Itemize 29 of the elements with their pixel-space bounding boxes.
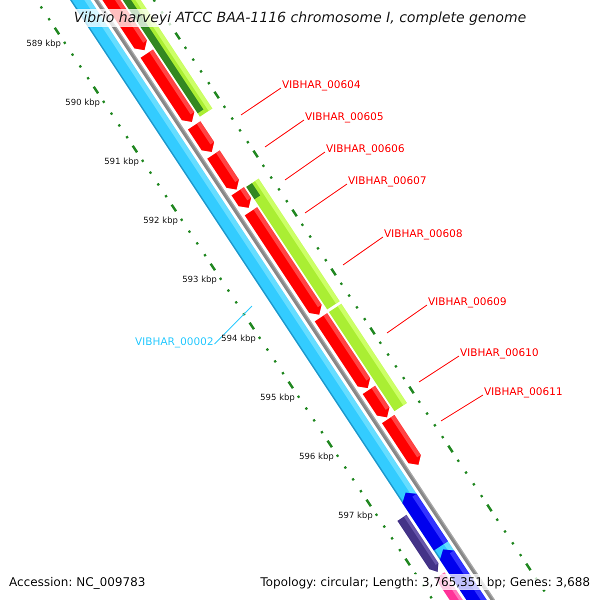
scale-label: 592 kbp	[143, 216, 178, 227]
leader-line	[342, 236, 384, 266]
accession-text: Accession: NC_009783	[7, 574, 148, 590]
leader-line	[214, 306, 252, 344]
genome-info-text: Topology: circular; Length: 3,765,351 bp; Genes: 3,688	[258, 574, 592, 590]
gene-label: VIBHAR_00002	[135, 336, 214, 349]
gene-label: VIBHAR_00611	[484, 386, 563, 399]
gene-label: VIBHAR_00608	[384, 228, 463, 241]
leader-line	[304, 184, 348, 214]
leader-line	[284, 152, 326, 180]
gene-label: VIBHAR_00606	[326, 143, 405, 156]
scale-label: 593 kbp	[182, 274, 217, 286]
gene-label: VIBHAR_00609	[428, 296, 507, 309]
leader-line	[264, 120, 304, 148]
gene-label: VIBHAR_00607	[348, 175, 427, 188]
scale-label: 597 kbp	[338, 510, 373, 522]
leader-line	[240, 88, 282, 116]
scale-label: 594 kbp	[221, 334, 256, 345]
gene-label: VIBHAR_00610	[460, 347, 539, 360]
scale-label: 590 kbp	[65, 98, 100, 110]
scale-label: 595 kbp	[260, 392, 295, 404]
gene-label: VIBHAR_00604	[282, 79, 361, 92]
scale-label: 591 kbp	[104, 157, 139, 168]
scale-label: 596 kbp	[299, 452, 334, 463]
scale-label: 589 kbp	[26, 39, 61, 50]
leader-line	[418, 356, 460, 382]
leader-line	[386, 304, 428, 334]
leader-line	[440, 394, 484, 422]
gene-label: VIBHAR_00605	[305, 111, 384, 124]
